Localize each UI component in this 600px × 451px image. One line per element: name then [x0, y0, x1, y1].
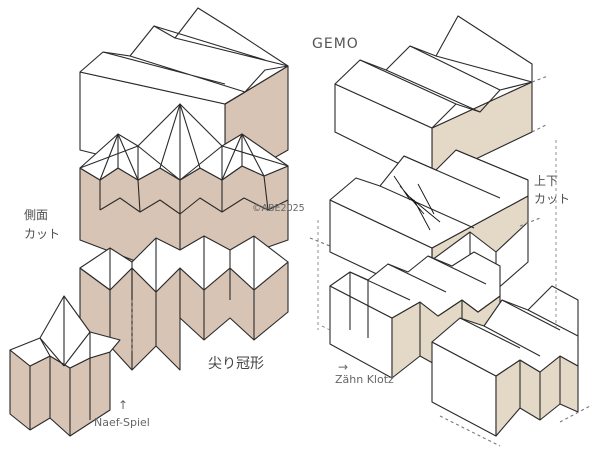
updown-cut-label: 上下 カット — [534, 172, 570, 208]
copyright-label: ©ABE2025 — [252, 203, 305, 214]
naef-arrow-icon: ↑ — [118, 398, 129, 412]
side-cut-label: 側面 カット — [24, 206, 60, 244]
sharp-crown-label: 尖り冠形 — [208, 356, 264, 372]
naef-top-face — [9, 295, 121, 369]
zahn-arrow-icon: → — [338, 360, 349, 374]
bottom-right-tooth-block — [431, 285, 591, 447]
gemo-top-block — [334, 15, 549, 181]
zahn-top-face — [329, 251, 501, 319]
zahn-klotz-label: Zähn Klotz — [335, 373, 394, 386]
zigzag-top-face — [79, 235, 289, 293]
gemo-label: GEMO — [312, 36, 359, 52]
side-cut-label-line2: カット — [24, 227, 61, 241]
updown-cut-label-line2: カット — [534, 192, 571, 206]
updown-cut-label-line1: 上下 — [534, 174, 559, 188]
guide-lines — [131, 140, 557, 352]
naef-spiel-label: Naef-Spiel — [94, 416, 150, 429]
gemo-top-top-face — [334, 15, 533, 129]
gemo-mid-top-face — [329, 149, 529, 249]
side-cut-label-line1: 側面 — [24, 208, 49, 222]
naef-spiel-block — [9, 295, 121, 437]
